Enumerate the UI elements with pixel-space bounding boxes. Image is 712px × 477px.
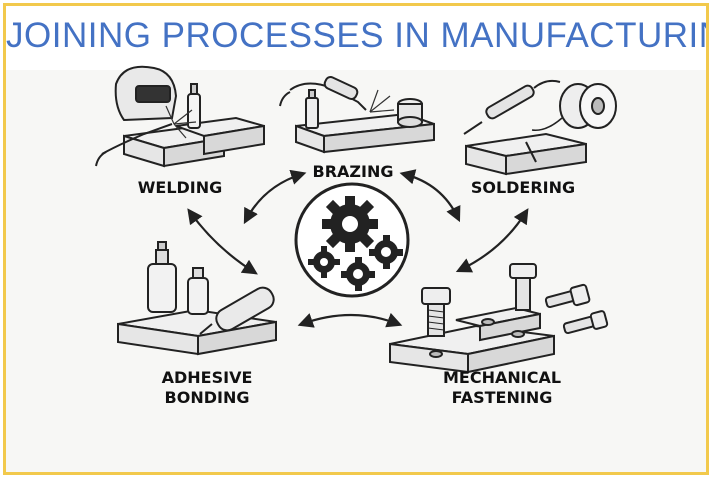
label-fastening: FASTENING: [451, 388, 553, 407]
label-mechanical: MECHANICAL: [442, 368, 562, 387]
welding-illustration: [95, 65, 265, 168]
page-title: JOINING PROCESSES IN MANUFACTURING: [6, 16, 709, 55]
arrow-adhesive-mechanical: [297, 312, 403, 328]
label-bonding: BONDING: [164, 388, 250, 407]
gears-icon: [294, 182, 410, 298]
brazing-illustration: [279, 76, 435, 154]
diagram-frame: JOINING PROCESSES IN MANUFACTURING: [3, 3, 709, 475]
label-mechanical-fastening: MECHANICAL FASTENING: [436, 368, 568, 408]
connector-arrows: [187, 169, 529, 328]
label-brazing: BRAZING: [312, 162, 394, 181]
label-welding: WELDING: [137, 178, 223, 197]
arrow-welding-adhesive: [187, 208, 258, 275]
label-soldering: SOLDERING: [470, 178, 576, 197]
soldering-illustration: [463, 79, 617, 176]
title-band: [6, 6, 706, 70]
arrow-brazing-soldering: [399, 169, 461, 223]
diagram-illustration: [95, 65, 617, 374]
arrow-soldering-mechanical: [455, 208, 529, 273]
adhesive-illustration: [117, 241, 277, 356]
label-adhesive: ADHESIVE: [161, 368, 253, 387]
label-adhesive-bonding: ADHESIVE BONDING: [152, 368, 262, 408]
mechanical-illustration: [389, 263, 609, 374]
arrow-welding-brazing: [243, 169, 307, 225]
